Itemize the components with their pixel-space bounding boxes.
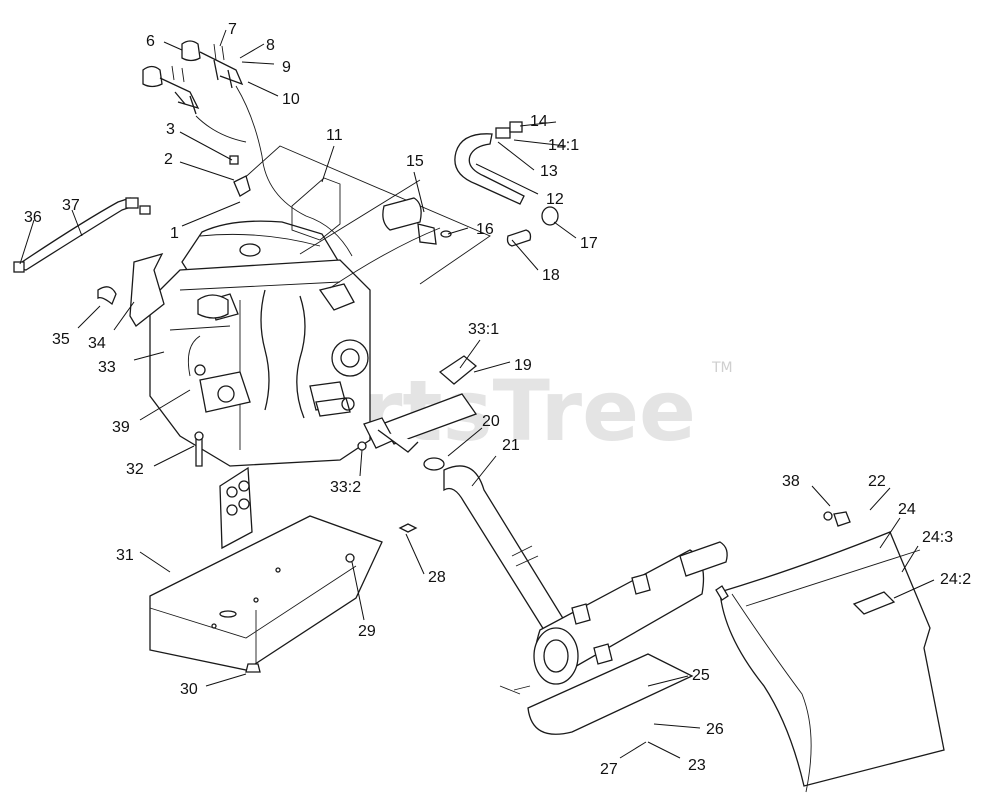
callout-13: 13 [540, 163, 558, 180]
callout-39: 39 [112, 419, 130, 436]
callout-24-2: 24:2 [940, 571, 971, 588]
callout-22: 22 [868, 473, 886, 490]
callout-20: 20 [482, 413, 500, 430]
fuel-hose-assembly [454, 121, 559, 247]
callout-1: 1 [170, 225, 179, 242]
leader-lines [19, 29, 935, 759]
callout-33-2: 33:2 [330, 479, 361, 496]
callout-30: 30 [180, 681, 198, 698]
watermark-trademark: TM [711, 360, 733, 376]
callout-32: 32 [126, 461, 144, 478]
callout-2: 2 [164, 151, 173, 168]
callout-34: 34 [88, 335, 106, 352]
callout-16: 16 [476, 221, 494, 238]
engine-mounting-plate [149, 466, 383, 673]
callout-24-3: 24:3 [922, 529, 953, 546]
callout-11: 11 [326, 127, 343, 144]
callout-labels: 6 7 8 9 10 3 2 1 11 15 16 14 14:1 13 12 … [24, 21, 971, 778]
callout-36: 36 [24, 209, 42, 226]
fuel-filter [382, 197, 452, 245]
callout-8: 8 [266, 37, 275, 54]
callout-25: 25 [692, 667, 710, 684]
callout-18: 18 [542, 267, 560, 284]
callout-19: 19 [514, 357, 532, 374]
breather-hose [13, 197, 151, 273]
callout-37: 37 [62, 197, 80, 214]
callout-28: 28 [428, 569, 446, 586]
callout-38: 38 [782, 473, 800, 490]
callout-24: 24 [898, 501, 916, 518]
callout-15: 15 [406, 153, 424, 170]
callout-17: 17 [580, 235, 598, 252]
callout-27: 27 [600, 761, 618, 778]
exhaust-pipe-assembly [363, 355, 565, 631]
callout-23: 23 [688, 757, 706, 774]
hardware-bolts [194, 155, 418, 563]
callout-10: 10 [282, 91, 300, 108]
callout-14-1: 14:1 [548, 137, 579, 154]
callout-3: 3 [166, 121, 175, 138]
callout-26: 26 [706, 721, 724, 738]
engine-rear-panel [239, 145, 491, 289]
callout-12: 12 [546, 191, 564, 208]
callout-6: 6 [146, 33, 155, 50]
callout-29: 29 [358, 623, 376, 640]
callout-7: 7 [228, 21, 237, 38]
callout-33: 33 [98, 359, 116, 376]
callout-21: 21 [502, 437, 520, 454]
callout-35: 35 [52, 331, 70, 348]
callout-33-1: 33:1 [468, 321, 499, 338]
callout-31: 31 [116, 547, 134, 564]
engine-side-bracket [97, 252, 165, 327]
muffler [499, 541, 728, 735]
engine-assembly [149, 220, 371, 467]
rear-cover-panel [715, 511, 945, 793]
callout-9: 9 [282, 59, 291, 76]
callout-14: 14 [530, 113, 548, 130]
